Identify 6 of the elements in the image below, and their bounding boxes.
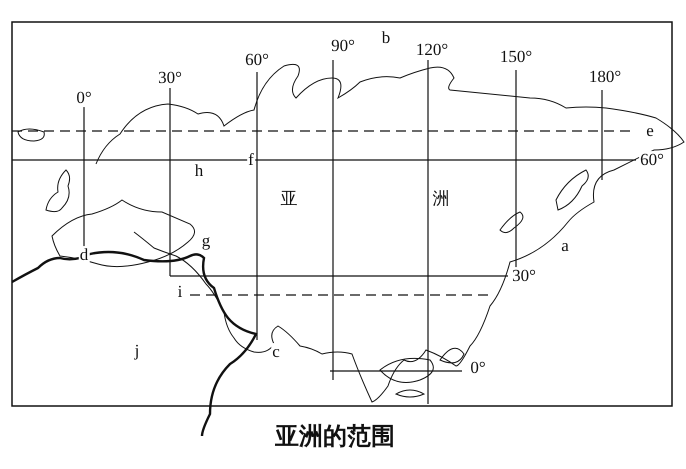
region-letter: j [134,342,140,360]
region-letter: d [78,246,90,264]
longitude-label: 0° [75,89,93,107]
continent-character: 亚 [280,190,298,208]
continent-character: 洲 [432,190,450,208]
map-title: 亚洲的范围 [275,421,395,452]
